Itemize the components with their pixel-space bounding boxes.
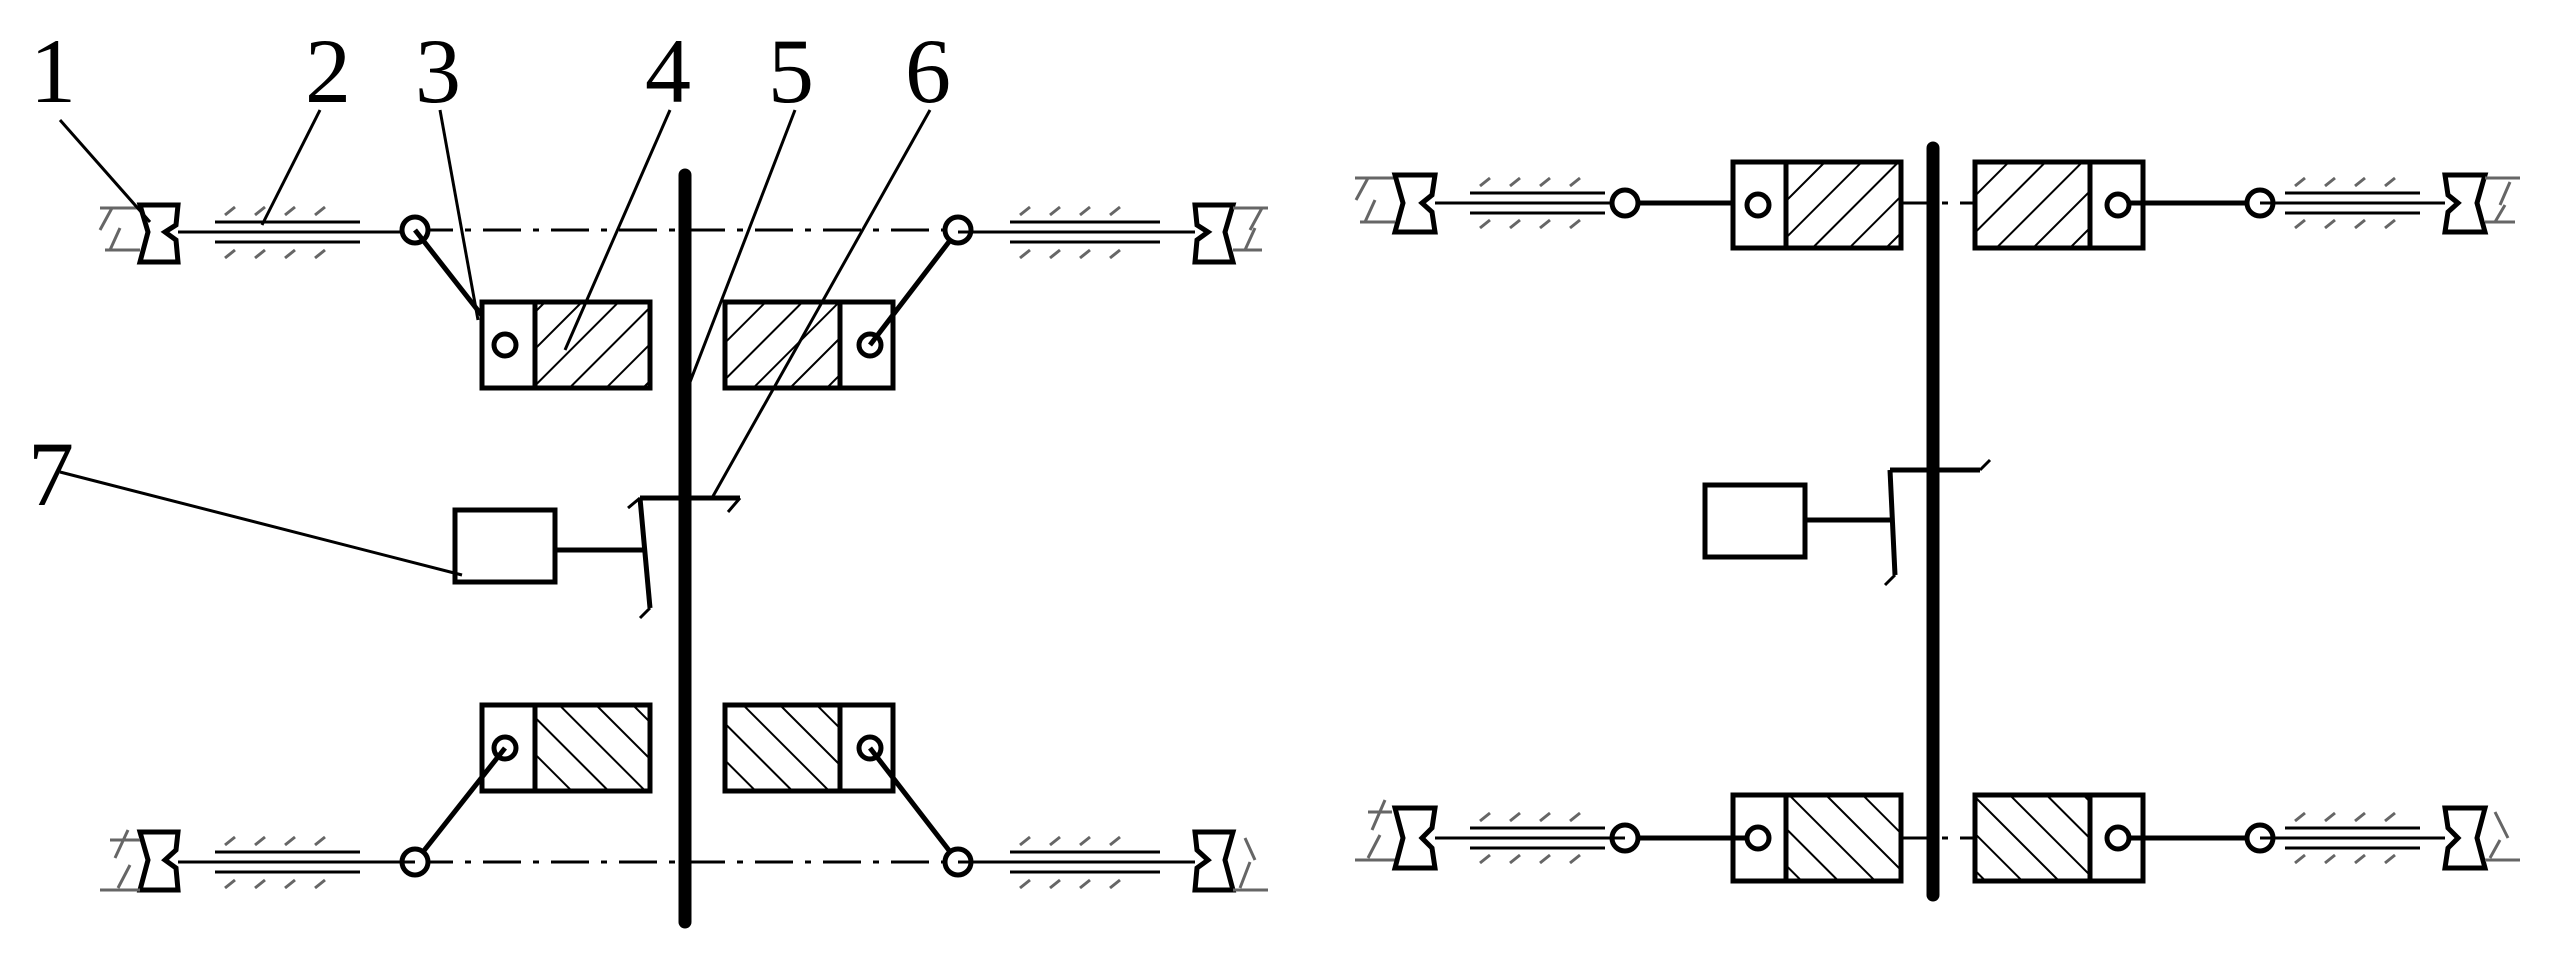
right-fork (1805, 458, 1992, 587)
right-top-right-support (2260, 172, 2520, 235)
left-top-left-support (98, 202, 415, 265)
left-leader-lines (58, 109, 932, 577)
label-5: 5 (768, 20, 814, 122)
left-top-right-support (958, 202, 1268, 265)
left-diagram: 1 2 3 4 5 6 7 (28, 20, 1268, 929)
label-2: 2 (305, 20, 351, 122)
label-7: 7 (28, 423, 74, 525)
right-diagram (1354, 141, 2520, 902)
left-actuator-box (452, 507, 558, 585)
left-bottom-right-link (868, 746, 960, 864)
right-bottom-left-support (1355, 799, 1625, 871)
left-bottom-left-support (100, 829, 415, 893)
right-top-left-support (1354, 172, 1625, 235)
left-fork (555, 495, 742, 620)
left-bottom-right-support (958, 829, 1268, 893)
label-1: 1 (30, 20, 76, 122)
label-4: 4 (645, 20, 691, 122)
label-3: 3 (415, 20, 461, 122)
right-bottom-right-support (2260, 805, 2520, 871)
left-top-right-link (868, 228, 960, 347)
left-bottom-left-link (413, 746, 507, 864)
right-actuator-box (1702, 482, 1808, 560)
left-top-right-pivot (942, 214, 974, 246)
label-6: 6 (905, 20, 951, 122)
